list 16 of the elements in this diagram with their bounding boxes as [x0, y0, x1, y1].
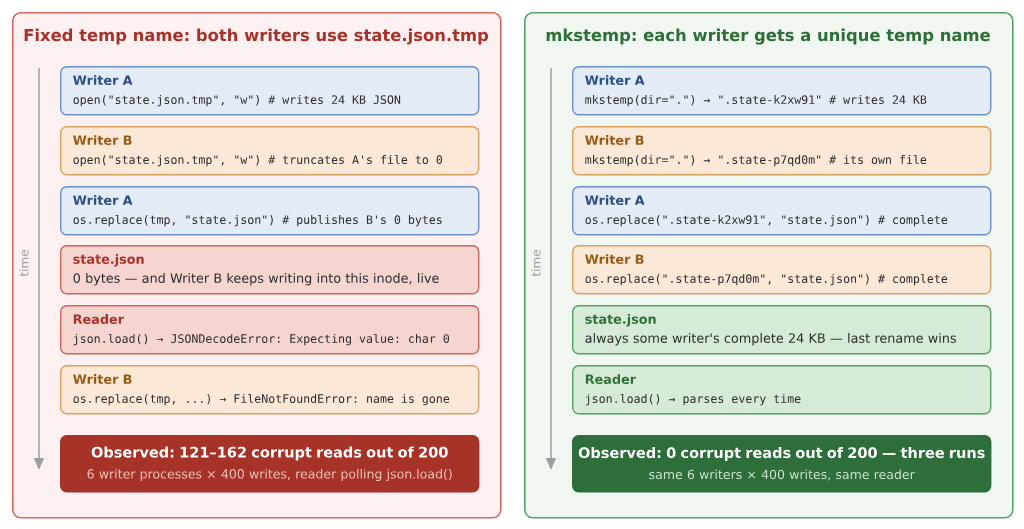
- step-box: Writer B mkstemp(dir=".") → ".state-p7qd0m" # its own file: [572, 126, 992, 176]
- step-box: Reader json.load() → parses every time: [572, 365, 992, 415]
- step-box: state.json always some writer's complete 24 KB — last rename wins: [572, 305, 992, 355]
- step-box: Writer B os.replace(tmp, ...) → FileNotFoundError: name is gone: [60, 365, 480, 415]
- step-box: Writer A os.replace(tmp, "state.json") # publishes B's 0 bytes: [60, 186, 480, 236]
- step-box: state.json 0 bytes — and Writer B keeps writing into this inode, live: [60, 245, 480, 295]
- step-box: Writer A open("state.json.tmp", "w") # writes 24 KB JSON: [60, 66, 480, 116]
- step-box: Writer B open("state.json.tmp", "w") # truncates A's file to 0: [60, 126, 480, 176]
- step-box: Writer A os.replace(".state-k2xw91", "state.json") # complete: [572, 186, 992, 236]
- step-box: Reader json.load() → JSONDecodeError: Expecting value: char 0: [60, 305, 480, 355]
- step-box: Writer A mkstemp(dir=".") → ".state-k2xw91" # writes 24 KB: [572, 66, 992, 116]
- step-box: Writer B os.replace(".state-p7qd0m", "state.json") # complete: [572, 245, 992, 295]
- axis-label: time: [531, 250, 541, 277]
- result-box: Observed: 121–162 corrupt reads out of 200 6 writer processes × 400 writes, reader polling json.load(): [60, 435, 480, 493]
- result-box: Observed: 0 corrupt reads out of 200 — three runs same 6 writers × 400 writes, same reader: [572, 435, 992, 493]
- axis-label: time: [19, 250, 29, 277]
